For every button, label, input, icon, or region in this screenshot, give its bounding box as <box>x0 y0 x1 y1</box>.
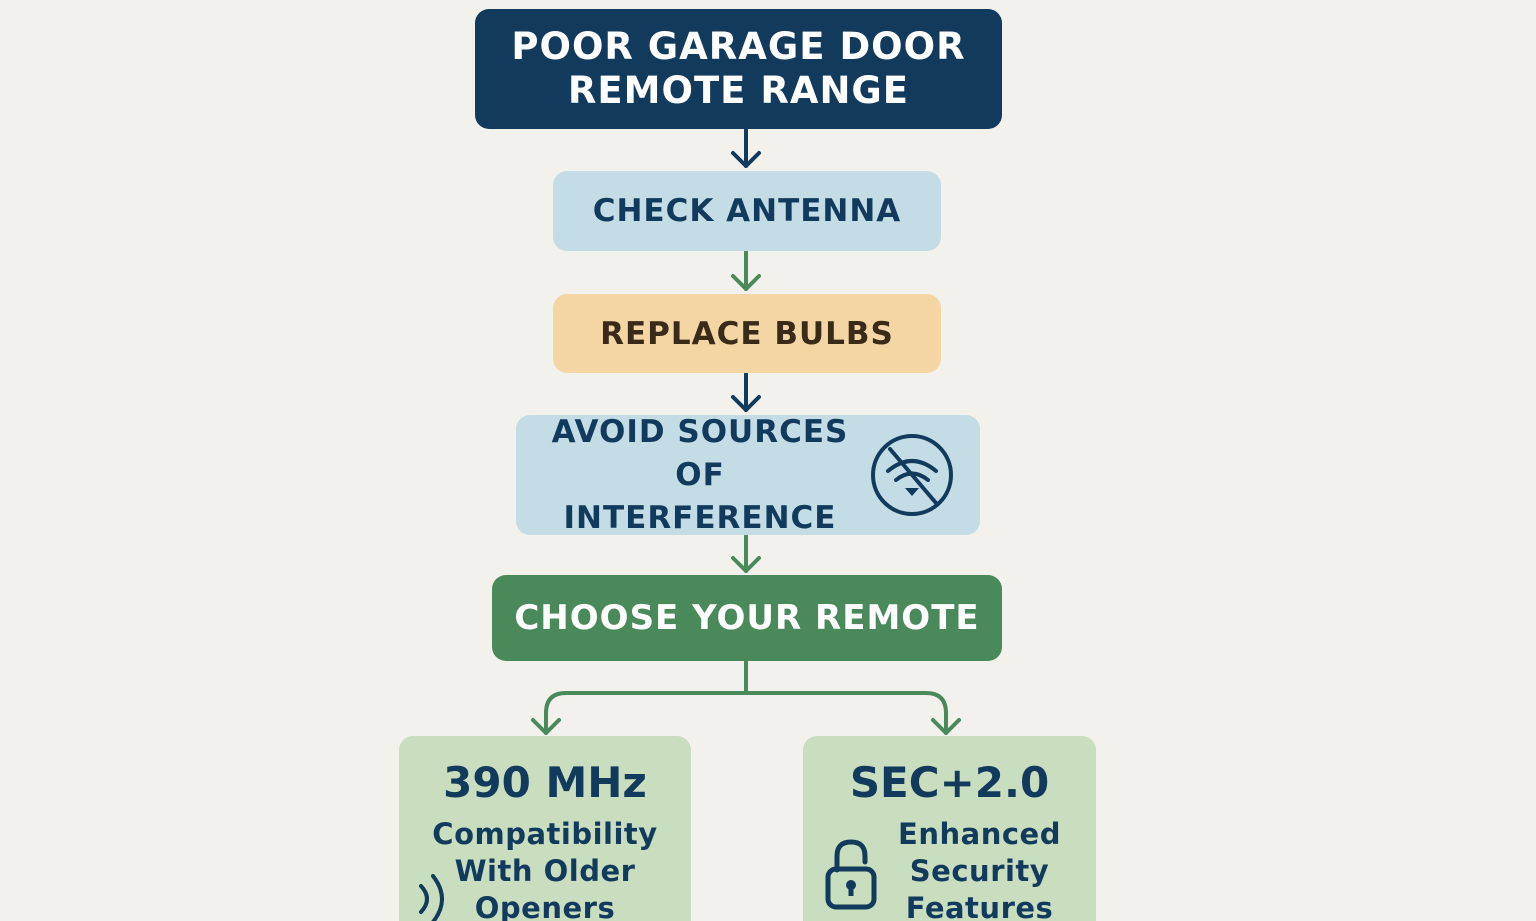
branch-choose-to-options <box>531 660 961 735</box>
step-avoid-interference-line-2: OF INTERFERENCE <box>563 456 837 536</box>
step-avoid-interference-label: AVOID SOURCES OF INTERFERENCE <box>540 411 860 540</box>
diagram-title: POOR GARAGE DOOR REMOTE RANGE <box>475 9 1002 129</box>
option-390mhz-desc-line-1: Compatibility <box>432 817 658 851</box>
no-wifi-icon <box>871 434 953 516</box>
option-390mhz: 390 MHz Compatibility With Older Openers <box>399 736 691 921</box>
arrow-antenna-to-bulbs <box>731 250 761 291</box>
option-sec-2-0-heading: SEC+2.0 <box>849 758 1050 807</box>
step-replace-bulbs: REPLACE BULBS <box>553 294 941 373</box>
option-390mhz-description: Compatibility With Older Openers <box>419 816 671 921</box>
arrow-title-to-antenna <box>731 128 761 168</box>
title-line-1: POOR GARAGE DOOR <box>511 25 966 68</box>
step-choose-remote: CHOOSE YOUR REMOTE <box>492 575 1002 661</box>
option-sec-2-0-desc-line-1: Enhanced <box>898 817 1061 851</box>
option-390mhz-desc-line-2: With Older <box>454 854 636 888</box>
padlock-icon <box>825 839 877 910</box>
option-390mhz-desc-line-3: Openers <box>474 891 616 921</box>
step-check-antenna: CHECK ANTENNA <box>553 171 941 251</box>
title-line-2: REMOTE RANGE <box>567 69 910 112</box>
step-replace-bulbs-label: REPLACE BULBS <box>600 315 894 352</box>
signal-waves-icon <box>419 874 444 921</box>
option-sec-2-0-description: Enhanced Security Features <box>873 816 1086 921</box>
arrow-bulbs-to-interference <box>731 372 761 412</box>
option-sec-2-0: SEC+2.0 Enhanced Security Features <box>803 736 1096 921</box>
option-390mhz-heading: 390 MHz <box>443 758 647 807</box>
option-sec-2-0-desc-line-3: Features <box>905 891 1054 921</box>
step-avoid-interference: AVOID SOURCES OF INTERFERENCE <box>516 414 980 536</box>
arrow-interference-to-choose <box>731 534 761 573</box>
option-sec-2-0-desc-line-2: Security <box>909 854 1050 888</box>
step-choose-remote-label: CHOOSE YOUR REMOTE <box>514 598 980 638</box>
step-check-antenna-label: CHECK ANTENNA <box>592 193 902 229</box>
step-avoid-interference-line-1: AVOID SOURCES <box>551 413 849 450</box>
